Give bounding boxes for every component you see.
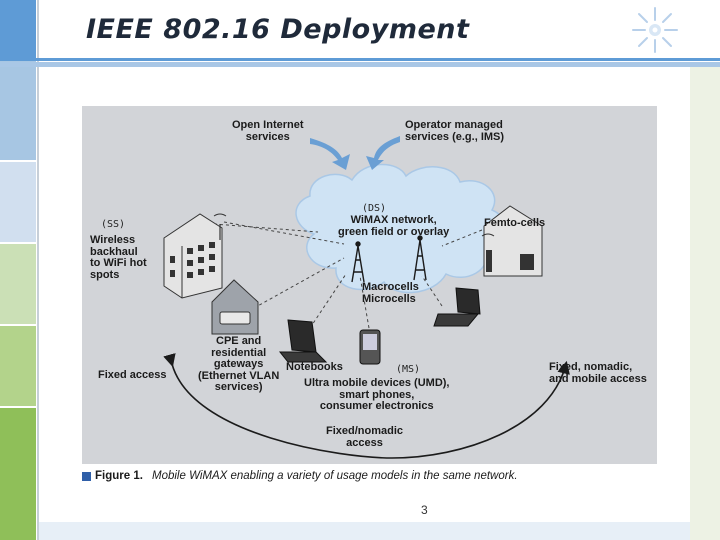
decor-block-blue: [0, 0, 36, 58]
caption-label: Figure 1.: [95, 470, 143, 482]
decor-block-pale-green: [0, 244, 36, 324]
caption-marker-icon: [82, 472, 91, 481]
label-wimax-network: WiMAX network,green field or overlay: [338, 215, 449, 238]
mobile-device-icon: [360, 330, 380, 364]
decor-right-strip: [690, 67, 720, 540]
starburst-logo-icon: [624, 2, 686, 58]
label-femto-cells: Femto-cells: [484, 218, 545, 230]
decor-block-light-blue: [0, 60, 36, 160]
annotation-ss: (SS): [101, 219, 125, 230]
page-number: 3: [421, 503, 428, 517]
decor-block-pale-blue: [0, 162, 36, 242]
decor-block-light-green: [0, 326, 36, 406]
decor-block-green: [0, 408, 36, 540]
decor-vertical-line: [37, 0, 39, 540]
annotation-ds: (DS): [362, 203, 386, 214]
notebook-icon: [280, 320, 326, 362]
decor-bottom-strip: [39, 522, 690, 540]
caption-text: Mobile WiMAX enabling a variety of usage…: [152, 470, 518, 482]
decor-rule-dark: [0, 58, 720, 61]
notebook-right-icon: [434, 288, 480, 326]
apartment-building-icon: [164, 214, 226, 298]
annotation-ms: (MS): [396, 364, 420, 375]
decor-rule-light: [0, 62, 720, 67]
label-ultra-mobile-devices: Ultra mobile devices (UMD),smart phones,…: [304, 378, 449, 413]
label-notebooks: Notebooks: [286, 362, 343, 374]
label-fixed-nomadic-mobile: Fixed, nomadic,and mobile access: [549, 362, 647, 385]
label-fixed-access: Fixed access: [98, 370, 167, 382]
slide-title: IEEE 802.16 Deployment: [86, 14, 469, 45]
